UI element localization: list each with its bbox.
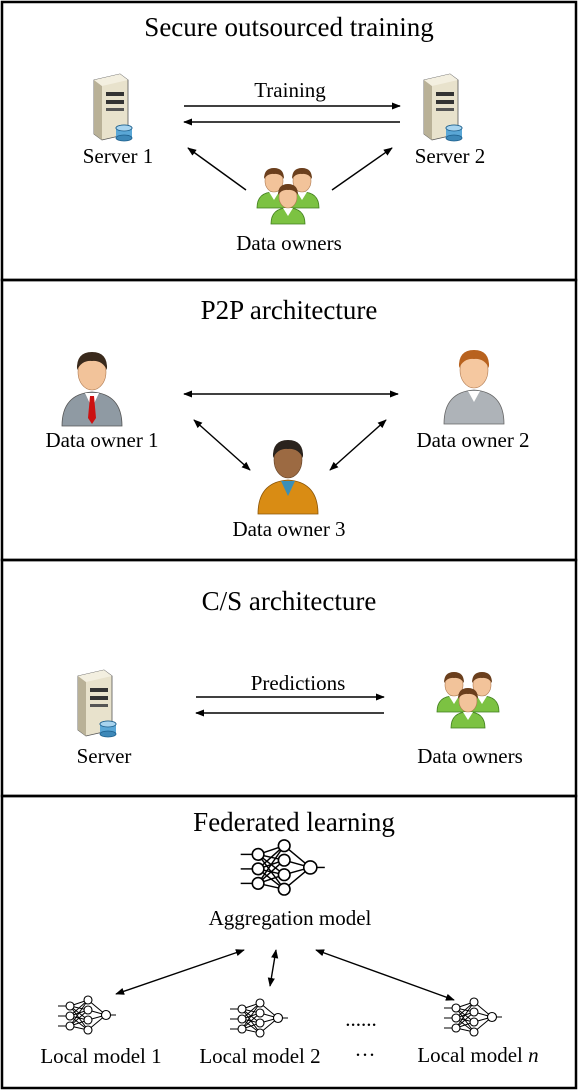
arrow-aggregation-local1	[115, 949, 245, 995]
data-owner-1-label: Data owner 1	[45, 428, 158, 452]
local-model-1-label: Local model 1	[40, 1044, 161, 1068]
server-2-label: Server 2	[415, 144, 486, 168]
panel-title: Federated learning	[193, 807, 395, 837]
businessman-icon	[257, 439, 319, 515]
local-model-2-label: Local model 2	[199, 1044, 320, 1068]
arrow-owner1-owner3	[193, 419, 251, 471]
server-icon	[93, 73, 133, 142]
businessman-icon	[443, 349, 505, 425]
server-icon	[423, 73, 463, 142]
ellipsis-labels: ···	[355, 1043, 376, 1067]
panel-cs-architecture: C/S architecture Server Predictions Data…	[0, 558, 578, 798]
local-model-n-var: n	[528, 1043, 539, 1067]
ellipsis-models: ......	[345, 1007, 377, 1031]
data-owner-3-label: Data owner 3	[232, 517, 345, 541]
aggregation-model-label: Aggregation model	[209, 906, 372, 930]
data-owners-label: Data owners	[417, 744, 523, 768]
panel-title: Secure outsourced training	[144, 12, 433, 42]
panel-federated-learning: Federated learning Aggregation model Loc…	[0, 794, 578, 1090]
arrow-owner2-owner3	[329, 419, 387, 471]
arrow-aggregation-local2	[267, 949, 279, 987]
server-1-label: Server 1	[83, 144, 154, 168]
panel-secure-outsourced-training: Secure outsourced training Server 1 Serv…	[0, 0, 578, 282]
neural-network-icon	[57, 995, 117, 1035]
data-owners-label: Data owners	[236, 231, 342, 255]
data-owners-group-icon	[437, 672, 499, 728]
businessman-icon	[61, 351, 123, 427]
server-icon	[77, 669, 117, 738]
data-owners-group-icon	[257, 168, 319, 224]
local-model-n-prefix: Local model	[417, 1043, 528, 1067]
panel-title: C/S architecture	[202, 586, 377, 616]
local-model-n-label: Local model n	[417, 1043, 538, 1067]
arrow-aggregation-localn	[315, 949, 455, 1001]
server-label: Server	[77, 744, 132, 768]
data-owner-2-label: Data owner 2	[416, 428, 529, 452]
arrow-owners-to-server1	[187, 147, 247, 191]
panel-frame	[0, 794, 578, 1090]
panel-title: P2P architecture	[201, 295, 378, 325]
arrow-owners-to-server2	[331, 147, 393, 191]
predictions-label: Predictions	[251, 671, 346, 695]
panel-p2p-architecture: P2P architecture Data owner 1 Data owner…	[0, 278, 578, 562]
neural-network-icon	[239, 839, 326, 896]
neural-network-icon	[229, 998, 289, 1038]
neural-network-icon	[443, 997, 503, 1037]
training-label: Training	[254, 78, 326, 102]
